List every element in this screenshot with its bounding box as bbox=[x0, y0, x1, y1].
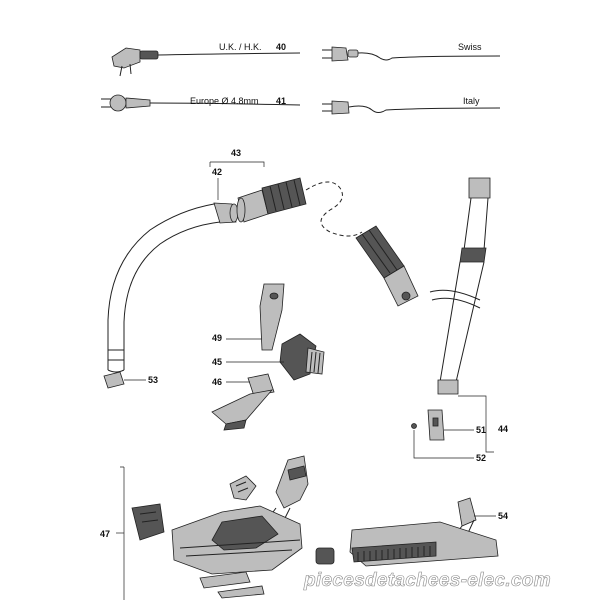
callout-54: 54 bbox=[498, 511, 508, 521]
parquet-nozzle bbox=[349, 497, 499, 567]
dusting-brush bbox=[279, 333, 325, 381]
callout-40: 40 bbox=[276, 42, 286, 52]
callout-46: 46 bbox=[212, 377, 222, 387]
cord-swiss-label: Swiss bbox=[458, 42, 482, 52]
telescopic-tube bbox=[429, 177, 491, 395]
callout-51: 51 bbox=[476, 425, 486, 435]
hose-fitting bbox=[355, 225, 419, 307]
callout-44: 44 bbox=[498, 424, 508, 434]
cord-uk-label: U.K. / H.K. bbox=[219, 42, 262, 52]
cord-italy: Italy bbox=[322, 96, 501, 115]
tube-clip bbox=[411, 409, 445, 441]
callout-52: 52 bbox=[476, 453, 486, 463]
cord-uk-hk: U.K. / H.K. 40 bbox=[111, 42, 301, 77]
callout-45: 45 bbox=[212, 357, 222, 367]
callout-42: 42 bbox=[212, 167, 222, 177]
callout-41: 41 bbox=[276, 96, 286, 106]
hose-swivel bbox=[236, 177, 307, 223]
watermark-logo: piecesdetachees-elec.com bbox=[303, 570, 551, 591]
cord-europe: Europe Ø 4.8mm 41 bbox=[101, 94, 301, 112]
crevice-tool bbox=[259, 283, 285, 351]
combination-floor-nozzle bbox=[131, 455, 335, 599]
upholstery-nozzle bbox=[211, 373, 275, 431]
callout-47: 47 bbox=[100, 529, 110, 539]
curved-handle bbox=[107, 202, 239, 373]
callout-43: 43 bbox=[231, 148, 241, 158]
cord-swiss: Swiss bbox=[322, 42, 501, 62]
callout-53: 53 bbox=[148, 375, 158, 385]
cord-italy-label: Italy bbox=[463, 96, 480, 106]
handle-clip bbox=[103, 371, 125, 389]
cord-europe-label: Europe Ø 4.8mm bbox=[190, 96, 259, 106]
callout-49: 49 bbox=[212, 333, 222, 343]
